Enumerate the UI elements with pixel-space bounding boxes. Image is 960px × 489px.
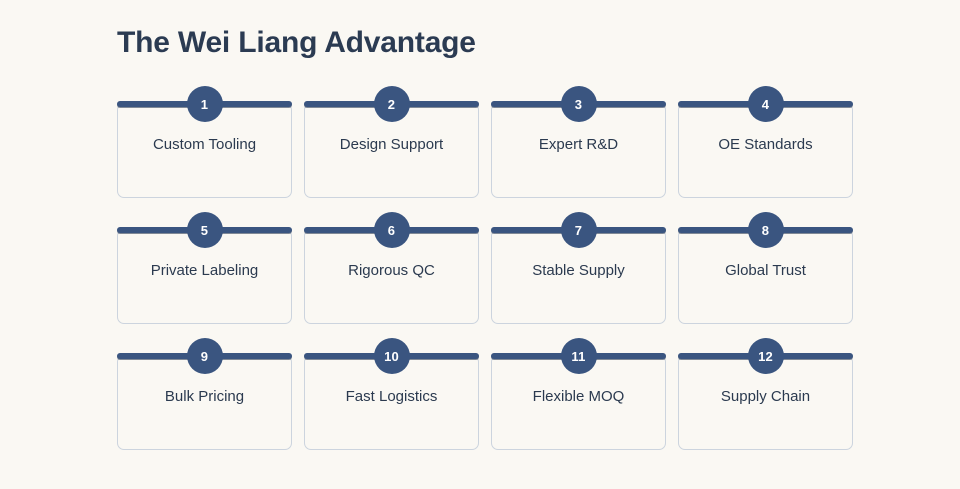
card-number-badge: 9 — [186, 338, 223, 374]
card-number-badge: 1 — [186, 86, 223, 122]
advantage-card[interactable]: 1 Custom Tooling — [117, 86, 292, 198]
card-number-badge: 8 — [747, 212, 784, 248]
card-label: Design Support — [339, 135, 444, 153]
card-label: Expert R&D — [538, 135, 619, 153]
card-number-badge: 5 — [186, 212, 223, 248]
advantage-card[interactable]: 12 Supply Chain — [678, 338, 853, 450]
card-number-badge: 2 — [373, 86, 410, 122]
card-number-badge: 11 — [560, 338, 597, 374]
advantage-card[interactable]: 10 Fast Logistics — [304, 338, 479, 450]
advantage-card[interactable]: 8 Global Trust — [678, 212, 853, 324]
page-title: The Wei Liang Advantage — [117, 26, 476, 59]
card-label: Rigorous QC — [348, 261, 435, 279]
advantage-card[interactable]: 9 Bulk Pricing — [117, 338, 292, 450]
card-number-badge: 6 — [373, 212, 410, 248]
card-label: Global Trust — [725, 261, 806, 279]
card-label: Bulk Pricing — [164, 387, 245, 405]
advantage-card[interactable]: 4 OE Standards — [678, 86, 853, 198]
card-label: OE Standards — [718, 135, 813, 153]
advantage-card[interactable]: 2 Design Support — [304, 86, 479, 198]
card-number-badge: 4 — [747, 86, 784, 122]
advantage-card[interactable]: 6 Rigorous QC — [304, 212, 479, 324]
advantage-card[interactable]: 7 Stable Supply — [491, 212, 666, 324]
card-label: Private Labeling — [150, 261, 259, 279]
card-label: Flexible MOQ — [532, 387, 625, 405]
card-number-badge: 3 — [560, 86, 597, 122]
advantage-card[interactable]: 3 Expert R&D — [491, 86, 666, 198]
card-number-badge: 10 — [373, 338, 410, 374]
advantage-card[interactable]: 5 Private Labeling — [117, 212, 292, 324]
card-label: Stable Supply — [532, 261, 625, 279]
card-label: Supply Chain — [720, 387, 811, 405]
card-number-badge: 12 — [747, 338, 784, 374]
advantage-card-grid: 1 Custom Tooling 2 Design Support 3 Expe… — [117, 86, 853, 450]
card-label: Fast Logistics — [345, 387, 438, 405]
card-number-badge: 7 — [560, 212, 597, 248]
card-label: Custom Tooling — [152, 135, 257, 153]
advantage-card[interactable]: 11 Flexible MOQ — [491, 338, 666, 450]
